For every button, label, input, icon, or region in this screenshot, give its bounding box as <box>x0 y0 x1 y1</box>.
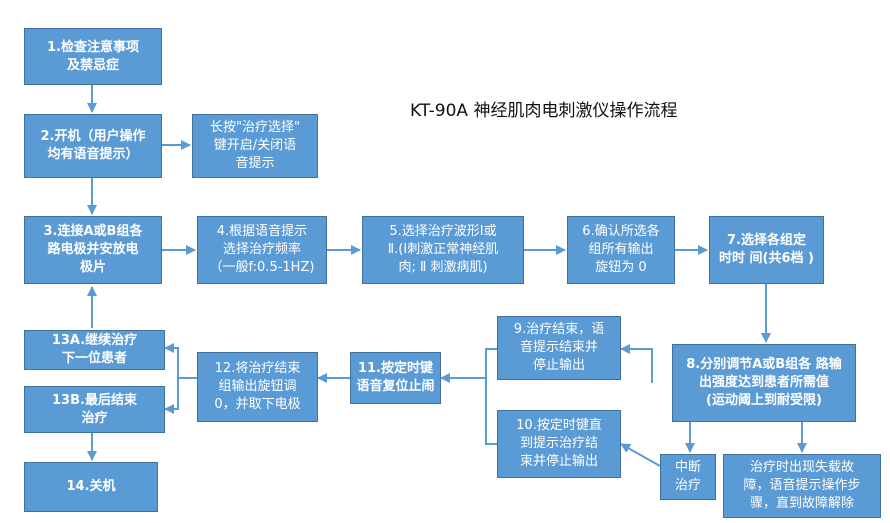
step-12-zero-knobs-remove-electrodes: 12.将治疗结束 组输出旋钮调 0，并取下电极 <box>197 352 318 422</box>
step-13b-end-treatment: 13B.最后结束 治疗 <box>24 386 165 433</box>
arrow-interrupt-to-10 <box>620 443 661 467</box>
arrow-9-to-11 <box>440 348 497 383</box>
load-fault-handling: 治疗时出现失载故 障，语音提示操作步 骤，直到故障解除 <box>723 454 881 518</box>
step-3-connect-electrodes: 3.连接A或B组各 路电极并安放电 极片 <box>24 216 162 284</box>
step-2-power-on: 2.开机（用户操作 均有语音提示） <box>24 114 162 178</box>
diagram-title: KT-90A 神经肌肉电刺激仪操作流程 <box>410 101 678 121</box>
step-7-select-timer: 7.选择各组定 时时 间(共6档 ) <box>709 216 824 284</box>
step-9-treatment-end-prompt: 9.治疗结束，语 音提示结束并 停止输出 <box>497 316 621 380</box>
step-6-confirm-knobs-zero: 6.确认所选各 组所有输出 旋钮为 0 <box>567 216 675 284</box>
step-1-check-precautions: 1.检查注意事项 及禁忌症 <box>24 28 162 85</box>
step-11-reset-alarm: 11.按定时键 语音复位止闹 <box>350 352 441 404</box>
step-5-select-waveform: 5.选择治疗波形Ⅰ或 Ⅱ.(Ⅰ刺激正常神经肌 肉; Ⅱ 刺激病肌) <box>362 216 524 284</box>
arrow-8-to-9 <box>620 344 653 383</box>
step-10-press-timer-key: 10.按定时键直 到提示治疗结 束并停止输出 <box>497 410 621 478</box>
step-2-voice-toggle-note: 长按"治疗选择" 键开启/关闭语 音提示 <box>192 114 318 178</box>
step-14-power-off: 14.关机 <box>24 462 158 512</box>
arrow-12-to-13a <box>164 343 197 379</box>
step-4-select-frequency: 4.根据语音提示 选择治疗频率 （一般f:0.5-1HZ) <box>197 216 327 284</box>
arrow-10-to-11 <box>485 378 497 445</box>
step-13a-next-patient: 13A.继续治疗 下一位患者 <box>24 330 165 370</box>
arrow-12-to-13b <box>164 378 179 414</box>
step-8-adjust-output-intensity: 8.分别调节A或B组各 路输 出强度达到患者所需值 (运动阈上到耐受限) <box>672 344 856 422</box>
interrupt-treatment: 中断 治疗 <box>660 454 716 500</box>
